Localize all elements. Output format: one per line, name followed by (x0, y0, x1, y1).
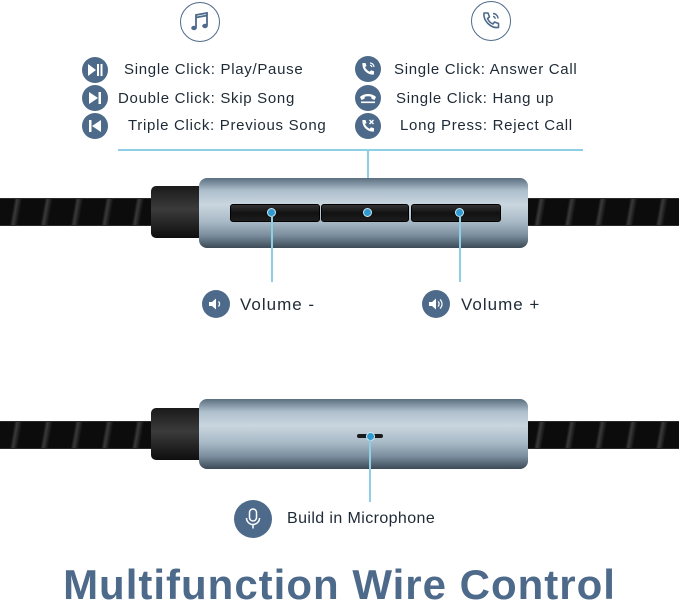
remote-collar-lower (151, 408, 203, 460)
microphone-label: Build in Microphone (287, 510, 436, 527)
music-control-label: Triple Click: Previous Song (128, 117, 327, 134)
remote-collar (151, 186, 203, 238)
call-control-label: Single Click: Hang up (396, 90, 555, 107)
music-control-label: Single Click: Play/Pause (124, 61, 304, 78)
skip-back-icon (82, 113, 108, 139)
call-control-label: Long Press: Reject Call (400, 117, 573, 134)
microphone-icon (234, 500, 272, 538)
play-pause-icon (82, 57, 108, 83)
call-control-label: Single Click: Answer Call (394, 61, 578, 78)
cable-right-lower (524, 421, 679, 449)
volume-down-label: Volume - (240, 295, 316, 314)
cable-left-lower (0, 421, 155, 449)
divider-line (118, 149, 583, 151)
phone-hangup-icon (355, 85, 381, 111)
music-control-label: Double Click: Skip Song (118, 90, 296, 107)
phone-icon (471, 1, 511, 41)
phone-reject-icon (355, 113, 381, 139)
page-title: Multifunction Wire Control (63, 561, 616, 608)
volume-down-callout (271, 216, 273, 282)
volume-up-callout (459, 216, 461, 282)
volume-up-label: Volume + (461, 295, 541, 314)
volume-up-icon (422, 290, 450, 318)
volume-down-icon (202, 290, 230, 318)
music-note-icon (180, 2, 220, 42)
phone-answer-icon (355, 56, 381, 82)
skip-forward-icon (82, 85, 108, 111)
cable-left (0, 198, 155, 226)
microphone-callout (369, 440, 371, 502)
cable-right (524, 198, 679, 226)
multifunction-dot (363, 208, 372, 217)
